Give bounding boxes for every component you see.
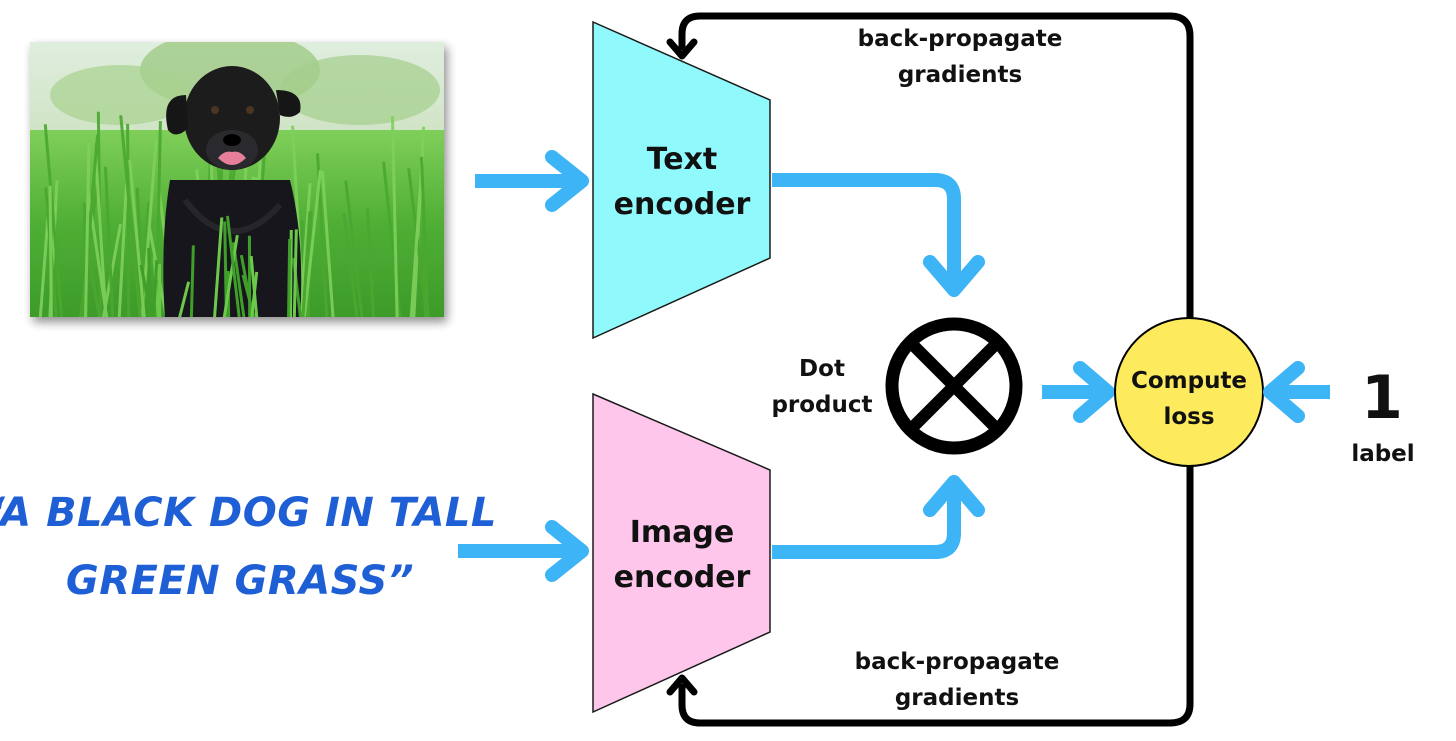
arrow-dot-to-loss (1042, 361, 1115, 423)
arrow-caption-to-image-encoder (458, 520, 589, 582)
image-encoder-label-line2: encoder (614, 560, 751, 595)
label-value: 1 (1361, 363, 1403, 433)
backprop-bottom-line1: back-propagate (855, 649, 1060, 675)
image-encoder: Image encoder (592, 392, 771, 714)
dog-photo (30, 42, 444, 317)
backprop-loop (666, 12, 1194, 727)
image-encoder-label-line1: Image (630, 515, 735, 550)
dot-product-label-line1: Dot (799, 356, 845, 382)
arrow-image-encoder-to-dot (772, 475, 985, 559)
arrow-photo-to-text-encoder (475, 150, 589, 212)
caption-line1: “A BLACK DOG IN TALL (0, 490, 497, 536)
backprop-top-line2: gradients (898, 62, 1022, 88)
backprop-bottom-line2: gradients (895, 685, 1019, 711)
backprop-top-line1: back-propagate (858, 26, 1063, 52)
text-encoder: Text encoder (592, 20, 771, 340)
arrow-text-encoder-to-dot (772, 173, 985, 297)
text-encoder-label-line2: encoder (614, 187, 751, 222)
caption-line2: GREEN GRASS” (66, 558, 414, 604)
compute-loss-node: Compute loss (1114, 317, 1264, 467)
label-caption: label (1351, 441, 1414, 467)
dot-product-label-line2: product (771, 392, 872, 418)
compute-loss-label-line2: loss (1163, 404, 1214, 430)
text-encoder-label-line1: Text (647, 142, 718, 177)
arrow-label-to-loss (1263, 361, 1330, 423)
compute-loss-label-line1: Compute (1131, 368, 1247, 394)
circle-times-icon (885, 317, 1023, 455)
